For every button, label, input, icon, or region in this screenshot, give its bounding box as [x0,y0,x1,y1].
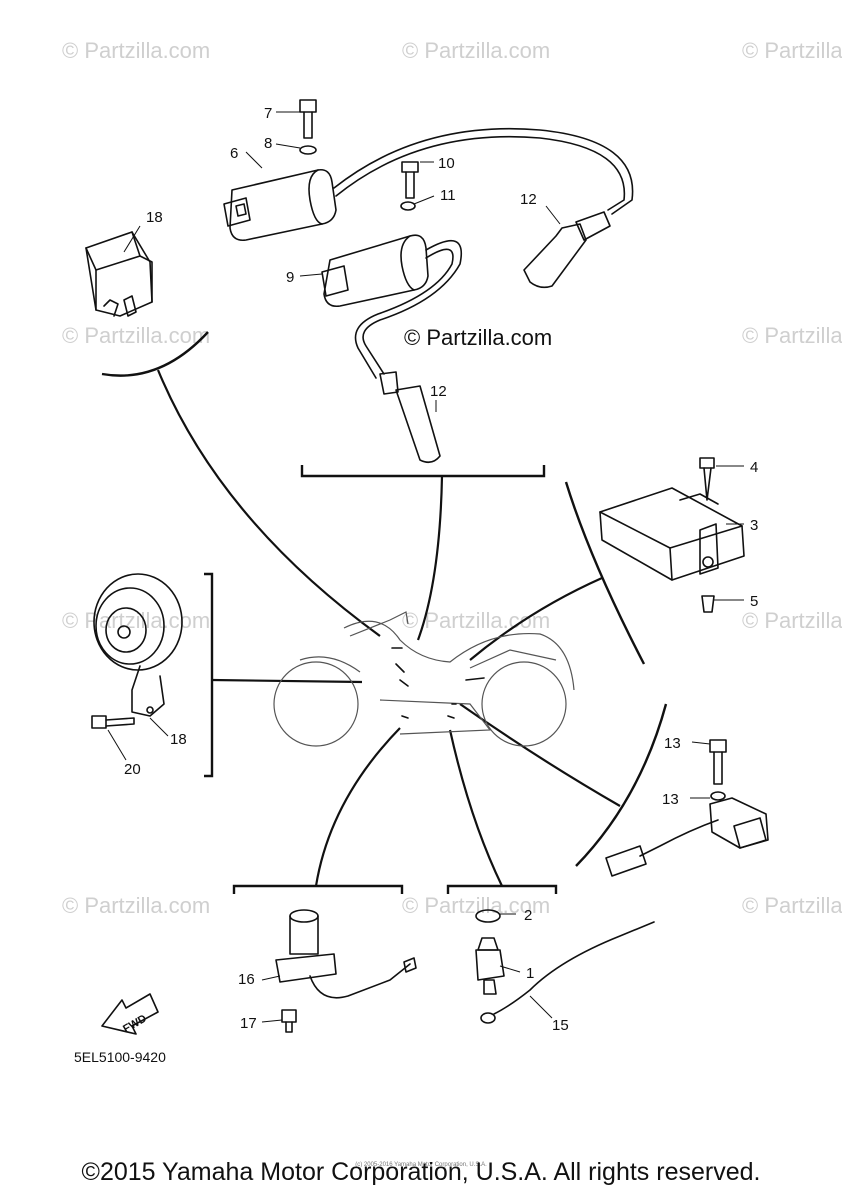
callout-17: 17 [240,1015,257,1032]
ignition-coil-group [223,99,634,464]
watermark: © Partzilla.com [742,38,842,63]
oil-leader [314,727,401,887]
oil-switch-unit [275,909,417,1033]
watermark: © Partzilla.com [62,38,210,63]
igniter-leader [469,576,603,661]
horn-unit [91,573,183,729]
callout-4: 4 [750,459,758,476]
callout-8: 8 [264,135,272,152]
igniter-bracket [564,481,646,665]
callout-7: 7 [264,105,272,122]
motorcycle-silhouette [273,611,575,747]
fwd-arrow-icon: FWD [101,993,159,1036]
fine-print: (c) 2005-2016 Yamaha Motor Corporation, … [355,1162,487,1168]
callout-1: 1 [526,965,534,982]
oil-bracket [232,884,404,894]
callout-11: 11 [440,187,456,204]
callout-13: 13 [662,791,679,808]
callout-numbers: 7 8 6 10 11 9 12 12 18 4 3 5 13 13 18 20… [124,105,758,1034]
callout-15: 15 [552,1017,569,1034]
horn-leader [211,678,363,684]
callout-2: 2 [524,907,532,924]
callout-5: 5 [750,593,758,610]
callout-12b: 12 [430,383,447,400]
speed-sensor-leader [459,703,621,807]
callout-3: 3 [750,517,758,534]
watermark: © Partzilla.com [62,608,210,633]
callout-16: 16 [238,971,255,988]
watermark: © Partzilla.com [62,323,210,348]
watermark: © Partzilla.com [402,38,550,63]
watermark: © Partzilla.com [742,323,842,348]
relay-unit [85,231,153,317]
callout-18: 18 [146,209,163,226]
center-watermark: © Partzilla.com [404,325,552,350]
watermark: © Partzilla.com [742,893,842,918]
watermark: © Partzilla.com [62,893,210,918]
footer-copyright: ©2015 Yamaha Motor Corporation, U.S.A. A… [81,1158,761,1186]
neutral-switch-unit [475,909,655,1024]
relay-leader [156,369,381,637]
callout-6: 6 [230,145,238,162]
horn-bracket [204,572,214,778]
callout-10: 10 [438,155,455,172]
top-leader [416,475,444,641]
callout-12: 12 [520,191,537,208]
watermark: © Partzilla.com [742,608,842,633]
diagram-code: 5EL5100-9420 [74,1049,166,1065]
top-bracket [300,465,546,478]
callout-lines [107,111,744,1023]
igniter-unit [599,457,745,613]
speed-sensor-bracket [575,703,668,867]
relay-bracket [101,331,209,377]
callout-20: 20 [124,761,141,778]
neutral-leader [448,729,503,887]
speed-sensor-unit [605,739,769,877]
callout-9: 9 [286,269,294,286]
callout-19: 18 [170,731,187,748]
callout-14: 13 [664,735,681,752]
